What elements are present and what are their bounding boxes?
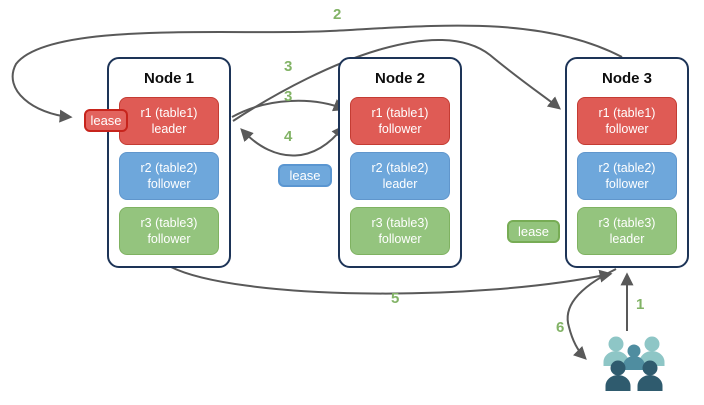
node-title: Node 1 xyxy=(143,70,194,87)
replica-r2-table2: r2 (table2) follower xyxy=(119,152,219,200)
replica-role: leader xyxy=(151,122,187,136)
lease-badge-table2: lease xyxy=(278,164,332,187)
replica-name: r3 (table3) xyxy=(371,215,429,230)
replica-r1-table1: r1 (table1) leader xyxy=(119,97,219,145)
step-label-1: 1 xyxy=(636,296,645,313)
arrow-step2-node3-to-lease1 xyxy=(11,24,623,123)
replica-name: r1 (table1) xyxy=(371,105,429,120)
replica-r2-table2: r2 (table2) follower xyxy=(577,152,677,200)
replica-r3-table3: r3 (table3) follower xyxy=(350,207,450,255)
lease-badge-table3: lease xyxy=(507,220,560,243)
lease-label: lease xyxy=(517,224,550,239)
step-label-3a: 3 xyxy=(284,58,293,75)
node-card-1: Node 1 r1 (table1) leader r2 (table2) fo… xyxy=(107,57,231,268)
replica-role: follower xyxy=(378,232,422,246)
replica-r1-table1: r1 (table1) follower xyxy=(577,97,677,145)
replica-role: leader xyxy=(382,177,418,191)
replica-name: r2 (table2) xyxy=(598,160,656,175)
replica-r2-table2: r2 (table2) leader xyxy=(350,152,450,200)
lease-label: lease xyxy=(289,168,321,183)
replica-role: follower xyxy=(605,122,649,136)
node-title: Node 3 xyxy=(601,70,652,87)
users-icon-group xyxy=(603,336,665,391)
replica-r1-table1: r1 (table1) follower xyxy=(350,97,450,145)
replica-name: r3 (table3) xyxy=(598,215,656,230)
replica-name: r3 (table3) xyxy=(140,215,198,230)
arrow-step4-node2r1-node1r1 xyxy=(240,124,345,157)
replica-role: follower xyxy=(605,177,649,191)
replica-role: follower xyxy=(378,122,422,136)
step-label-4: 4 xyxy=(284,128,293,145)
replica-name: r2 (table2) xyxy=(371,160,429,175)
replica-role: leader xyxy=(609,232,645,246)
arrow-step6-node3-to-clients xyxy=(566,268,617,360)
replica-name: r1 (table1) xyxy=(140,105,198,120)
lease-label: lease xyxy=(90,113,122,128)
node-title: Node 2 xyxy=(374,70,425,87)
step-label-6: 6 xyxy=(556,319,565,336)
replica-r3-table3: r3 (table3) leader xyxy=(577,207,677,255)
replica-name: r2 (table2) xyxy=(140,160,198,175)
lease-badge-table1: lease xyxy=(84,109,128,132)
node-card-3: Node 3 r1 (table1) follower r2 (table2) … xyxy=(565,57,689,268)
replica-role: follower xyxy=(147,177,191,191)
replica-name: r1 (table1) xyxy=(598,105,656,120)
step-label-5: 5 xyxy=(391,290,400,307)
replica-role: follower xyxy=(147,232,191,246)
step-label-3b: 3 xyxy=(284,88,293,105)
step-label-2: 2 xyxy=(333,6,342,23)
replica-r3-table3: r3 (table3) follower xyxy=(119,207,219,255)
node-card-2: Node 2 r1 (table1) follower r2 (table2) … xyxy=(338,57,462,268)
